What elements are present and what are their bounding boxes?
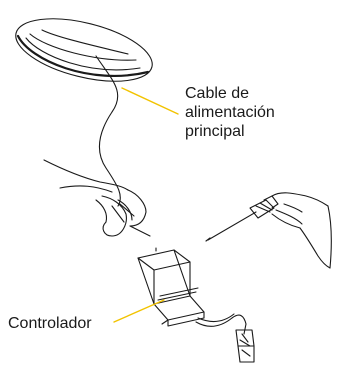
main-power-cable-label: Cable de alimentación principal — [185, 84, 275, 141]
cable-label-line1: Cable de — [185, 85, 250, 102]
controller-box — [137, 247, 205, 327]
right-hand-screwdriver — [205, 192, 332, 269]
main-power-cable — [95, 55, 121, 207]
ceiling-lamp — [15, 18, 153, 82]
output-cable-plug — [195, 313, 255, 363]
controller-callout-arrow — [113, 299, 165, 323]
cable-callout-arrow — [121, 87, 179, 115]
controller-label: Controlador — [8, 315, 92, 332]
left-hand — [43, 159, 151, 237]
cable-label-line3: principal — [185, 123, 245, 140]
callout-arrows — [113, 87, 179, 323]
cable-label-line2: alimentación — [185, 104, 275, 121]
